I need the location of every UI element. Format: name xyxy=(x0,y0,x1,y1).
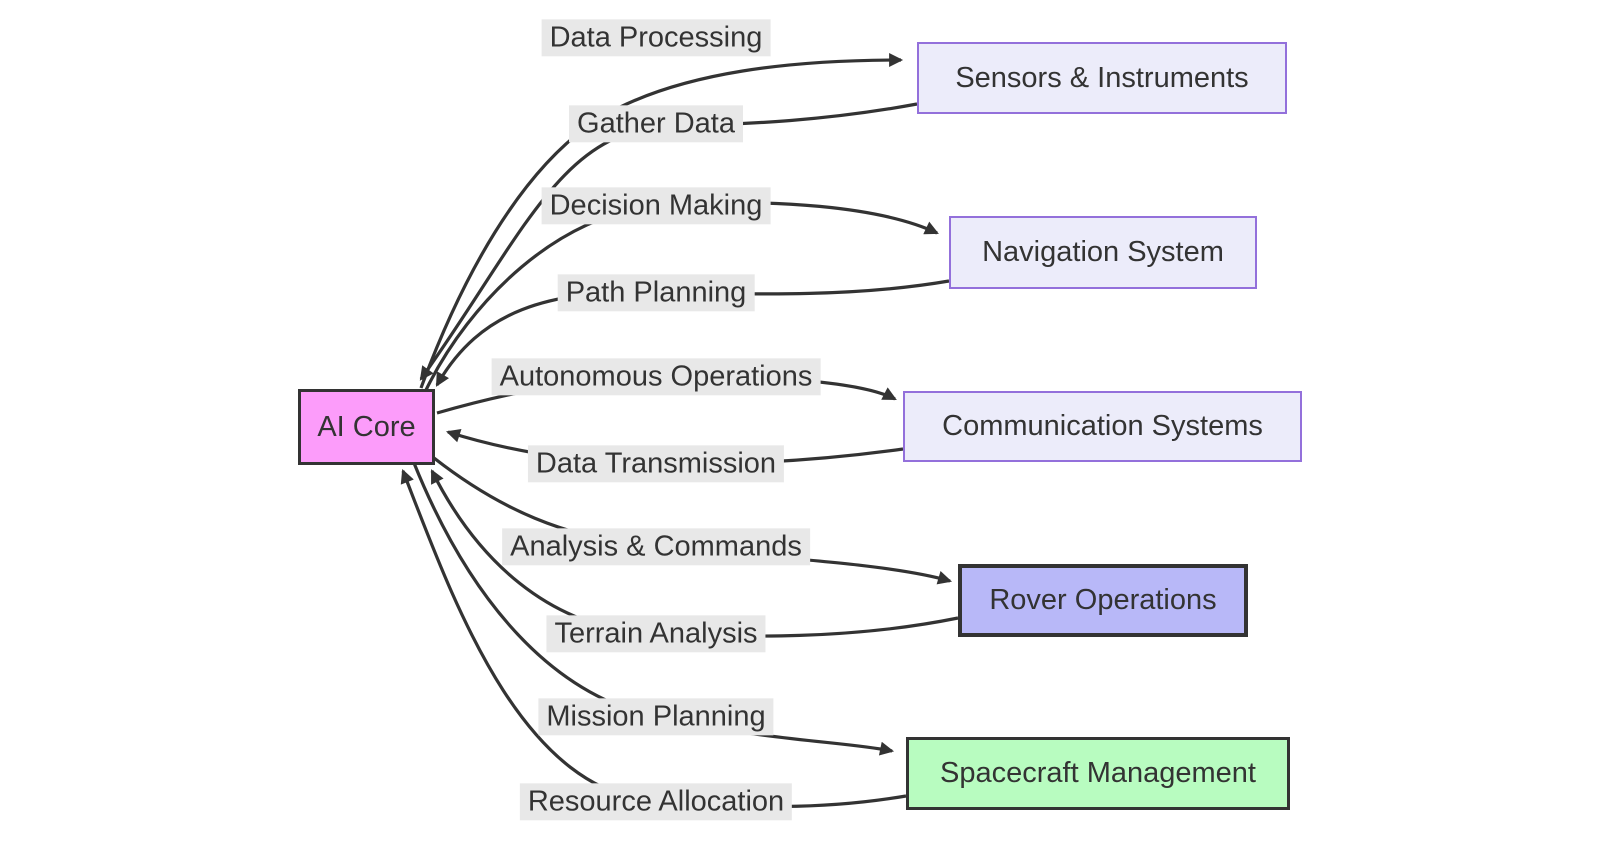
node-communication-systems-label: Communication Systems xyxy=(942,410,1263,442)
node-communication-systems: Communication Systems xyxy=(903,391,1302,462)
node-rover-operations-label: Rover Operations xyxy=(989,584,1217,616)
node-navigation-system: Navigation System xyxy=(949,216,1257,289)
node-sensors-instruments: Sensors & Instruments xyxy=(917,42,1287,114)
node-ai-core-label: AI Core xyxy=(317,410,416,443)
edge-label-resource-allocation: Resource Allocation xyxy=(519,783,793,821)
edge-label-data-transmission: Data Transmission xyxy=(527,445,785,483)
node-ai-core: AI Core xyxy=(298,389,435,465)
edge-label-autonomous-operations: Autonomous Operations xyxy=(491,358,821,396)
node-spacecraft-management: Spacecraft Management xyxy=(906,737,1290,810)
edge-label-data-processing: Data Processing xyxy=(541,19,771,57)
edge-gather-data xyxy=(419,102,918,381)
edge-label-terrain-analysis: Terrain Analysis xyxy=(546,615,766,653)
edge-label-analysis-commands: Analysis & Commands xyxy=(502,528,810,566)
edge-label-mission-planning: Mission Planning xyxy=(538,698,774,736)
node-navigation-system-label: Navigation System xyxy=(982,236,1224,268)
node-sensors-instruments-label: Sensors & Instruments xyxy=(955,61,1249,94)
node-spacecraft-management-label: Spacecraft Management xyxy=(940,757,1256,789)
edge-label-gather-data: Gather Data xyxy=(569,105,743,143)
edge-label-path-planning: Path Planning xyxy=(557,274,755,312)
edge-label-decision-making: Decision Making xyxy=(541,187,771,225)
node-rover-operations: Rover Operations xyxy=(958,564,1248,637)
